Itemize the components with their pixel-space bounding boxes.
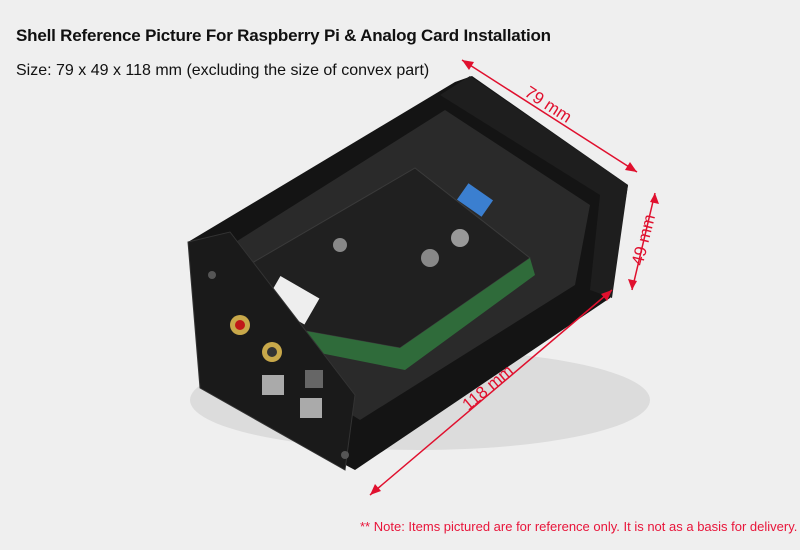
length-arrow: [369, 289, 613, 496]
size-text: Size: 79 x 49 x 118 mm (excluding the si…: [16, 62, 430, 79]
rca-ring-white: [267, 347, 277, 357]
dimension-arrows: [369, 59, 659, 496]
screw: [208, 271, 216, 279]
screw: [341, 451, 349, 459]
white-connector: [265, 276, 320, 325]
width-arrow: [461, 59, 638, 173]
dc-jack: [305, 370, 323, 388]
back-plate: [440, 76, 628, 298]
capacitor: [451, 229, 469, 247]
capacitor: [333, 238, 347, 252]
usb-port: [300, 398, 322, 418]
height-arrow: [631, 192, 656, 291]
disclaimer-note: ** Note: Items pictured are for referenc…: [360, 519, 798, 534]
capacitor: [421, 249, 439, 267]
blue-connector: [456, 183, 494, 217]
rca-ring-red: [235, 320, 245, 330]
usb-port: [262, 375, 284, 395]
raspberry-pi-board: [300, 258, 535, 370]
page-title: Shell Reference Picture For Raspberry Pi…: [16, 26, 551, 45]
